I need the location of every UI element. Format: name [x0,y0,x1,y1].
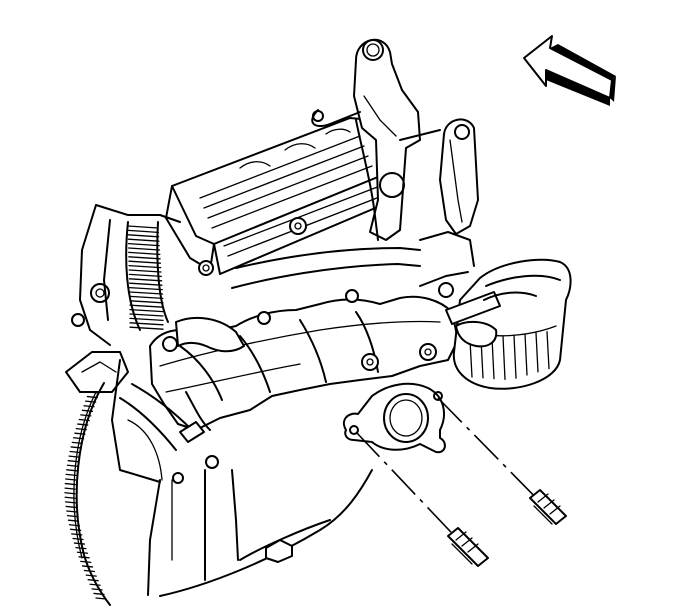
detail-stroke [67,460,79,463]
flywheel [64,382,111,606]
detail-stroke [66,464,79,467]
detail-stroke [64,482,77,486]
detail-stroke [73,542,86,545]
detail-stroke [129,326,164,330]
detail-stroke [65,505,77,509]
detail-stroke [86,395,98,399]
detail-stroke [80,560,92,564]
detail-stroke [64,487,76,490]
detail-stroke [72,537,84,541]
exhaust-flange-gasket [342,382,446,454]
breather-hose [125,221,169,331]
detail-stroke [81,409,94,412]
detail-stroke [128,256,161,260]
detail-stroke [75,546,87,550]
detail-stroke [128,251,161,256]
detail-stroke [95,597,107,600]
heat-shield [231,109,421,289]
detail-stroke [83,569,96,573]
detail-stroke [129,308,164,313]
detail-stroke [69,528,82,531]
detail-stroke [67,519,80,522]
detail-stroke [74,432,86,435]
detail-stroke [469,339,473,378]
detail-stroke [128,264,162,269]
detail-stroke [71,441,83,445]
detail-stroke [129,313,164,317]
detail-stroke [64,496,76,499]
detail-stroke [127,234,160,238]
detail-stroke [129,300,164,304]
detail-stroke [128,282,163,286]
detail-stroke [513,334,517,379]
detail-stroke [129,322,164,326]
detail-stroke [81,565,94,568]
detail-stroke [64,492,76,495]
detail-stroke [85,400,97,403]
detail-stroke [87,579,99,582]
detail-stroke [128,269,162,273]
detail-stroke [127,242,160,247]
detail-stroke [93,592,105,596]
detail-stroke [491,336,495,380]
detail-stroke [535,332,539,373]
detail-stroke [129,295,164,300]
detail-stroke [78,418,90,422]
oil-filter-assembly [419,258,572,390]
detail-stroke [524,333,528,376]
detail-stroke [64,501,77,504]
detail-stroke [89,583,101,586]
detail-stroke [127,238,160,242]
detail-stroke [127,225,159,229]
front-cover [65,204,181,393]
detail-stroke [83,405,95,408]
detail-stroke [502,335,506,381]
detail-stroke [127,247,161,251]
detail-stroke [66,510,78,513]
rear-bracket [399,118,479,267]
detail-stroke [128,260,162,264]
detail-stroke [129,291,164,295]
detail-stroke [71,533,83,536]
valve-cover [165,117,399,276]
stud-upper [437,397,567,525]
detail-stroke [66,514,79,518]
detail-stroke [129,304,164,308]
detail-stroke [77,423,89,426]
detail-stroke [91,588,103,591]
detail-stroke [65,478,77,481]
detail-stroke [69,450,81,454]
detail-stroke [70,446,82,449]
detail-stroke [129,286,163,291]
detail-stroke [127,229,159,234]
exhaust-manifold [119,289,459,451]
detail-stroke [65,473,77,477]
detail-stroke [68,524,81,527]
detail-stroke [546,330,550,370]
detail-stroke [85,574,97,577]
detail-stroke [76,551,89,554]
stud-lower [355,431,489,567]
detail-stroke [80,414,92,417]
detail-stroke [66,469,78,472]
detail-stroke [68,455,80,458]
direction-arrow-icon [523,35,616,106]
detail-stroke [128,278,163,282]
detail-stroke [78,556,90,559]
detail-stroke [75,427,87,431]
detail-stroke [128,273,162,278]
detail-stroke [129,317,164,322]
engine-block [111,359,373,597]
detail-stroke [72,437,85,440]
lifting-bracket [353,38,421,241]
